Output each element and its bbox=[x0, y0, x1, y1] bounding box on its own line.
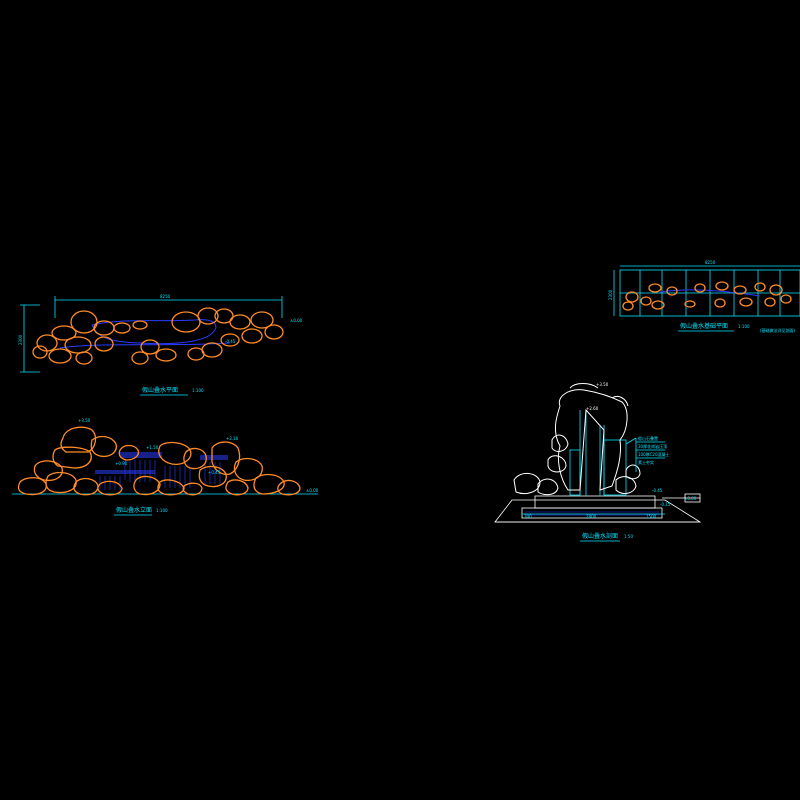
foundation-grid bbox=[620, 270, 800, 316]
section-label-3: ±0.00 bbox=[684, 496, 697, 501]
elev-label-2: +1.50 bbox=[146, 445, 159, 450]
plan-dim-height: 2300 bbox=[18, 334, 23, 345]
section-label-0: +3.50 bbox=[596, 382, 609, 387]
section-label-2: -0.45 bbox=[652, 488, 663, 493]
section-dim-2: 1500 bbox=[646, 514, 657, 519]
section-label-4: -0.15 bbox=[660, 502, 671, 507]
section-view-title: 假山叠水剖面 bbox=[582, 532, 618, 540]
section-note-3: 素土夯实 bbox=[638, 459, 654, 465]
elev-label-0: +3.50 bbox=[78, 418, 91, 423]
elevation-view-title: 假山叠水立面 bbox=[116, 506, 152, 514]
elev-label-1: +2.10 bbox=[226, 436, 239, 441]
plan-rocks bbox=[32, 307, 284, 365]
elev-label-5: ±0.00 bbox=[306, 488, 319, 493]
section-note-0: 假山石叠置 bbox=[638, 435, 658, 441]
elev-label-4: +0.45 bbox=[208, 470, 221, 475]
section-view-scale: 1:50 bbox=[624, 534, 633, 539]
foundation-rocks bbox=[622, 281, 792, 311]
section-label-1: +2.60 bbox=[586, 406, 599, 411]
plan-view-scale: 1:100 bbox=[192, 388, 204, 393]
section-view: +3.50 +2.60 -0.45 ±0.00 -0.15 假山石叠置 30厚花… bbox=[494, 382, 702, 542]
elevation-water bbox=[95, 452, 228, 490]
foundation-plan: 8250 2300 bbox=[608, 260, 800, 333]
plan-label-1: -0.45 bbox=[225, 339, 236, 344]
section-note-2: 100厚C20混凝土 bbox=[638, 451, 670, 457]
plan-dim-width: 8250 bbox=[160, 294, 171, 299]
foundation-plan-note: (基础做法详见剖面) bbox=[760, 327, 796, 333]
plan-view: 8250 2300 bbox=[18, 294, 303, 396]
elev-label-3: +0.90 bbox=[115, 461, 128, 466]
section-rocks bbox=[513, 383, 641, 496]
section-dim-1: 2800 bbox=[586, 514, 597, 519]
plan-view-title: 假山叠水平面 bbox=[142, 386, 178, 394]
elevation-view-scale: 1:100 bbox=[156, 508, 168, 513]
foundation-dim-width: 8250 bbox=[705, 260, 716, 265]
elevation-view: +3.50 +2.10 +1.50 +0.90 +0.45 ±0.00 假山叠水… bbox=[12, 418, 319, 516]
foundation-plan-scale: 1:100 bbox=[738, 324, 750, 329]
foundation-plan-title: 假山叠水基础平面 bbox=[680, 322, 728, 330]
elevation-rocks bbox=[17, 426, 301, 496]
foundation-dim-height: 2300 bbox=[608, 289, 613, 300]
section-dim-0: 300 bbox=[524, 514, 532, 519]
plan-label-0: ±0.00 bbox=[290, 318, 303, 323]
section-note-1: 30厚花岗岩压顶 bbox=[638, 443, 667, 449]
